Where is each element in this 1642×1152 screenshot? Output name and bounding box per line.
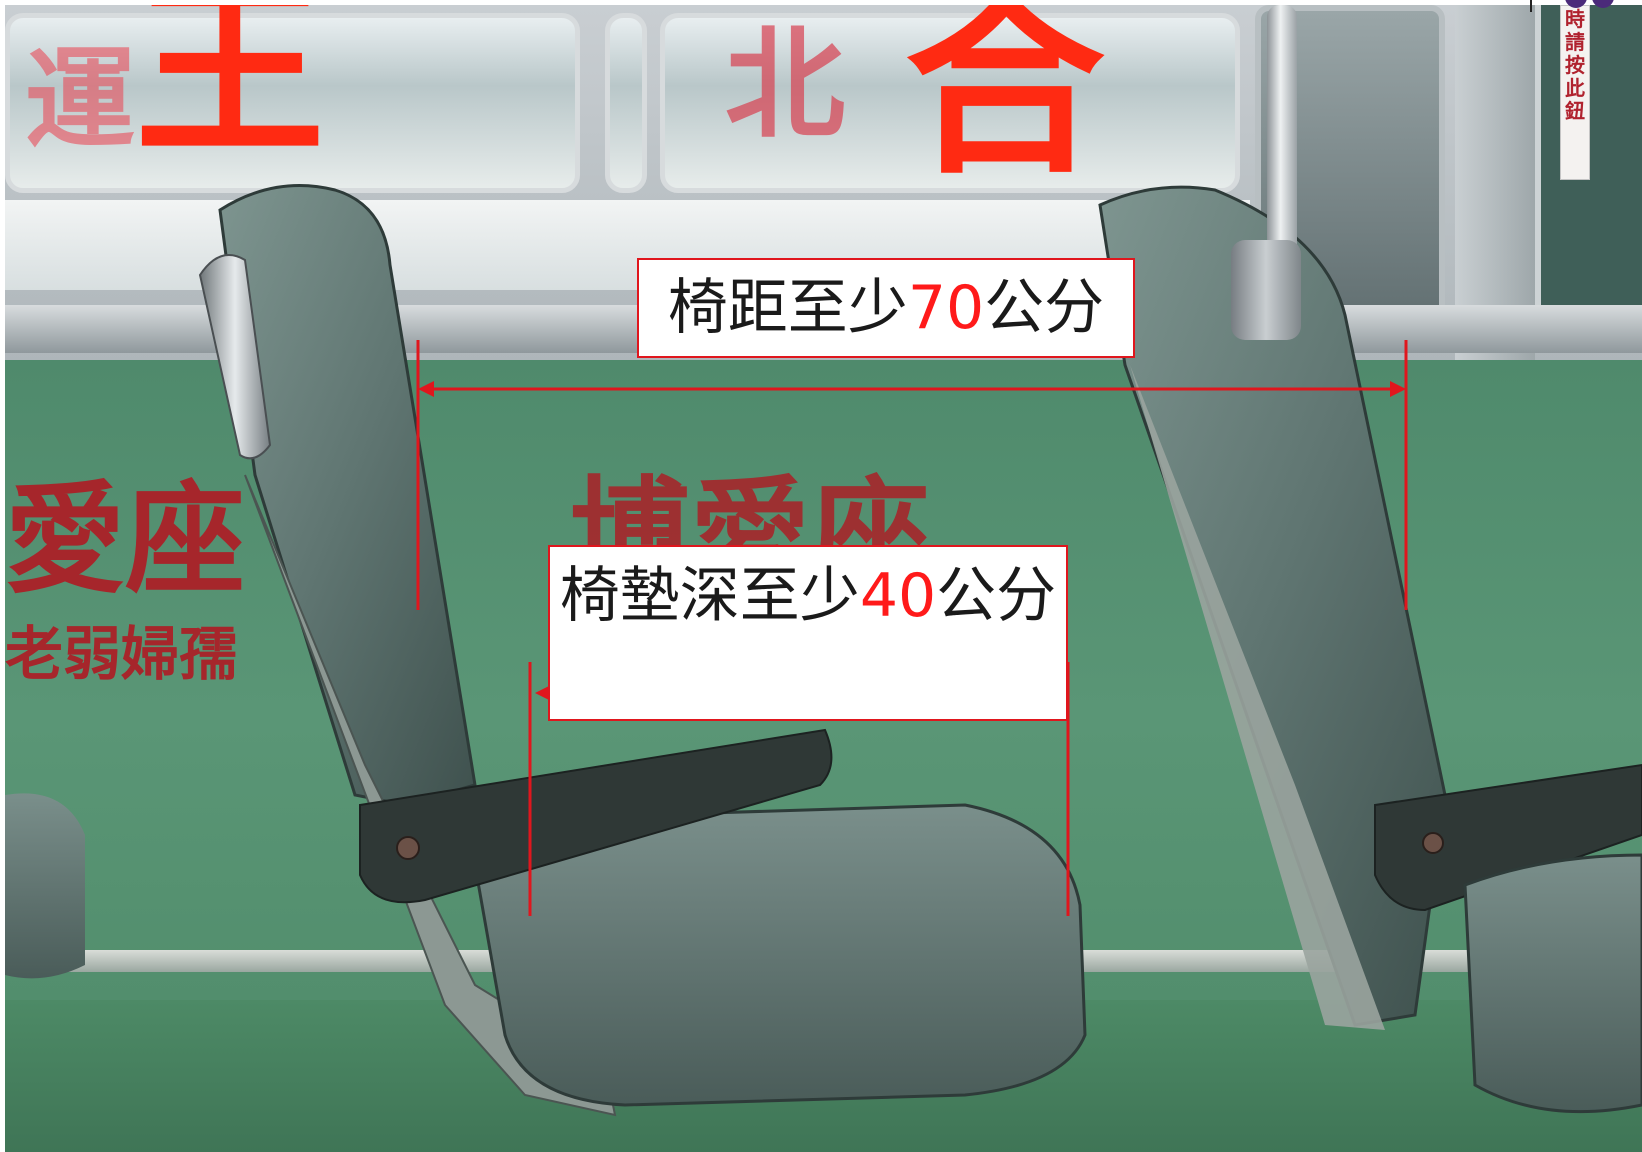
window-glass bbox=[605, 13, 647, 193]
notice-label: 時請按此鈕 bbox=[1560, 5, 1590, 180]
seat-pitch-suffix: 公分 bbox=[984, 273, 1105, 343]
armrest-bolt bbox=[396, 836, 420, 860]
wall-lettering: 愛座 bbox=[5, 469, 245, 610]
seat-depth-prefix: 椅墊深至少 bbox=[559, 561, 860, 631]
window-glass bbox=[660, 13, 1240, 193]
armrest bbox=[359, 728, 833, 904]
window-decal: 北 bbox=[725, 14, 845, 155]
seat-back-right bbox=[1098, 185, 1447, 1027]
seat-frame-right bbox=[1130, 365, 1385, 1030]
corner-dot bbox=[1565, 0, 1587, 8]
seat-pitch-number: 70 bbox=[907, 273, 985, 343]
seat-cushion-left bbox=[5, 793, 85, 979]
window-decal: 運 bbox=[25, 35, 135, 164]
corner-divider bbox=[1530, 0, 1532, 12]
seat-pitch-prefix: 椅距至少 bbox=[667, 273, 908, 343]
seat-depth-suffix: 公分 bbox=[936, 561, 1057, 631]
pole-clamp bbox=[1231, 240, 1301, 340]
window-decal: 合 bbox=[905, 5, 1106, 202]
grab-handle bbox=[198, 254, 272, 460]
seat-pitch-label: 椅距至少70公分 bbox=[637, 258, 1135, 358]
seat-depth-label: 椅墊深至少40公分 bbox=[548, 545, 1068, 721]
corner-dot bbox=[1592, 0, 1614, 8]
window-decal: 王 bbox=[135, 5, 326, 181]
armrest-bolt bbox=[1422, 832, 1444, 854]
seats-illustration bbox=[5, 184, 1642, 1117]
wall-lettering: 老弱婦孺 bbox=[5, 620, 238, 688]
bus-seat-photo: 運 北 王 合 時請按此鈕 愛座 老弱婦孺 博愛座 bbox=[5, 5, 1642, 1152]
seat-depth-number: 40 bbox=[859, 561, 937, 631]
seat-cushion-right bbox=[1463, 853, 1642, 1114]
seat-back bbox=[218, 184, 477, 807]
